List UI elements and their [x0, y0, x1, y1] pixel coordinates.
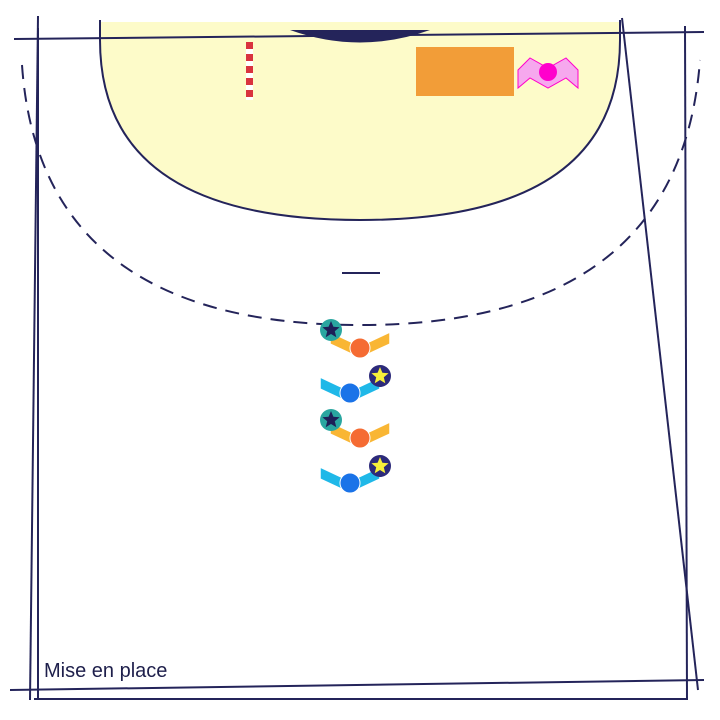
marker-post: [246, 42, 253, 100]
player-head: [339, 382, 361, 404]
dark-star-icon: [320, 319, 342, 341]
goal-area-line: [99, 20, 621, 222]
player-marker: [319, 455, 391, 494]
goal-area: [100, 22, 620, 220]
dark-star-icon: [320, 409, 342, 431]
coach-player-icon: [517, 57, 579, 90]
yellow-star-icon: [369, 365, 391, 387]
court-boundary: [9, 15, 705, 701]
player-column: [319, 319, 391, 494]
yellow-star-icon: [369, 455, 391, 477]
mat-icon: [416, 47, 514, 96]
free-throw-line: [21, 59, 701, 327]
player-head: [349, 337, 371, 359]
player-head: [339, 472, 361, 494]
player-marker: [319, 365, 391, 404]
diagram-caption: Mise en place: [44, 660, 168, 682]
player-head: [349, 427, 371, 449]
player-marker: [320, 409, 391, 449]
player-marker: [320, 319, 391, 359]
